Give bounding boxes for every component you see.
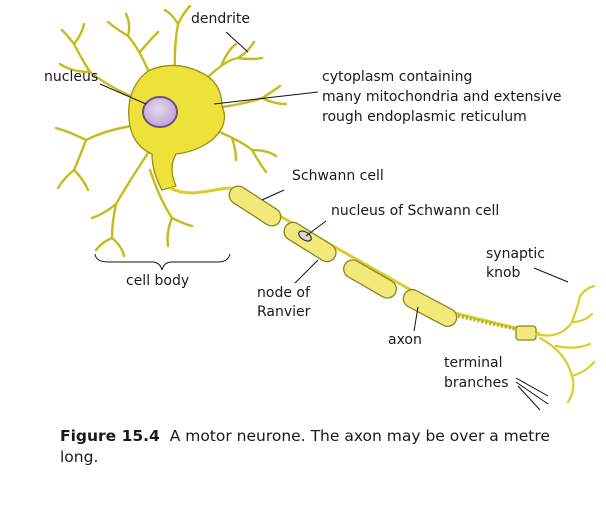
label-schwann-cell: Schwann cell: [292, 168, 384, 184]
figure-number: Figure 15.4: [60, 427, 160, 445]
label-cytoplasm-line2: many mitochondria and extensive: [322, 89, 562, 105]
nucleus-shape: [142, 96, 178, 128]
label-ranvier: Ranvier: [257, 304, 311, 320]
schwann-segment: [402, 288, 458, 328]
label-branches: branches: [444, 375, 509, 391]
leader-schwann-nucleus: [305, 220, 327, 237]
label-axon: axon: [388, 332, 422, 348]
label-nucleus-of-schwann-cell: nucleus of Schwann cell: [331, 203, 500, 219]
leader-schwann: [261, 189, 285, 201]
leader-terminal-1: [515, 377, 549, 397]
label-dendrite: dendrite: [191, 11, 251, 27]
cell-body-bracket: [94, 253, 231, 271]
leader-lines: [94, 31, 569, 411]
schwann-segment: [283, 221, 337, 263]
leader-dendrite: [225, 31, 249, 53]
leader-synaptic-knob: [533, 267, 569, 283]
leader-terminal-2: [515, 381, 549, 405]
synaptic-knob-shape: [515, 325, 537, 341]
leader-node: [294, 259, 319, 284]
schwann-segment: [228, 185, 282, 227]
schwann-cells: [228, 185, 458, 328]
leader-terminal-3: [517, 385, 541, 411]
label-node-of: node of: [257, 285, 310, 301]
schwann-segment: [343, 259, 397, 299]
label-synaptic: synaptic: [486, 246, 545, 262]
label-cytoplasm-line3: rough endoplasmic reticulum: [322, 109, 527, 125]
leader-cytoplasm: [213, 91, 319, 105]
leader-axon: [413, 306, 419, 332]
leader-nucleus: [99, 83, 147, 105]
cell-body-shape: [128, 64, 226, 191]
terminal-branches: [534, 284, 596, 404]
schwann-nucleus-shape: [298, 230, 312, 242]
label-nucleus: nucleus: [44, 69, 99, 85]
label-cytoplasm-line1: cytoplasm containing: [322, 69, 473, 85]
label-knob: knob: [486, 265, 521, 281]
axon-core: [169, 186, 541, 336]
figure-caption: Figure 15.4 A motor neurone. The axon ma…: [60, 426, 580, 468]
figure-caption-text: A motor neurone. The axon may be over a …: [60, 427, 550, 466]
label-terminal: terminal: [444, 355, 503, 371]
label-cell-body: cell body: [126, 273, 190, 289]
